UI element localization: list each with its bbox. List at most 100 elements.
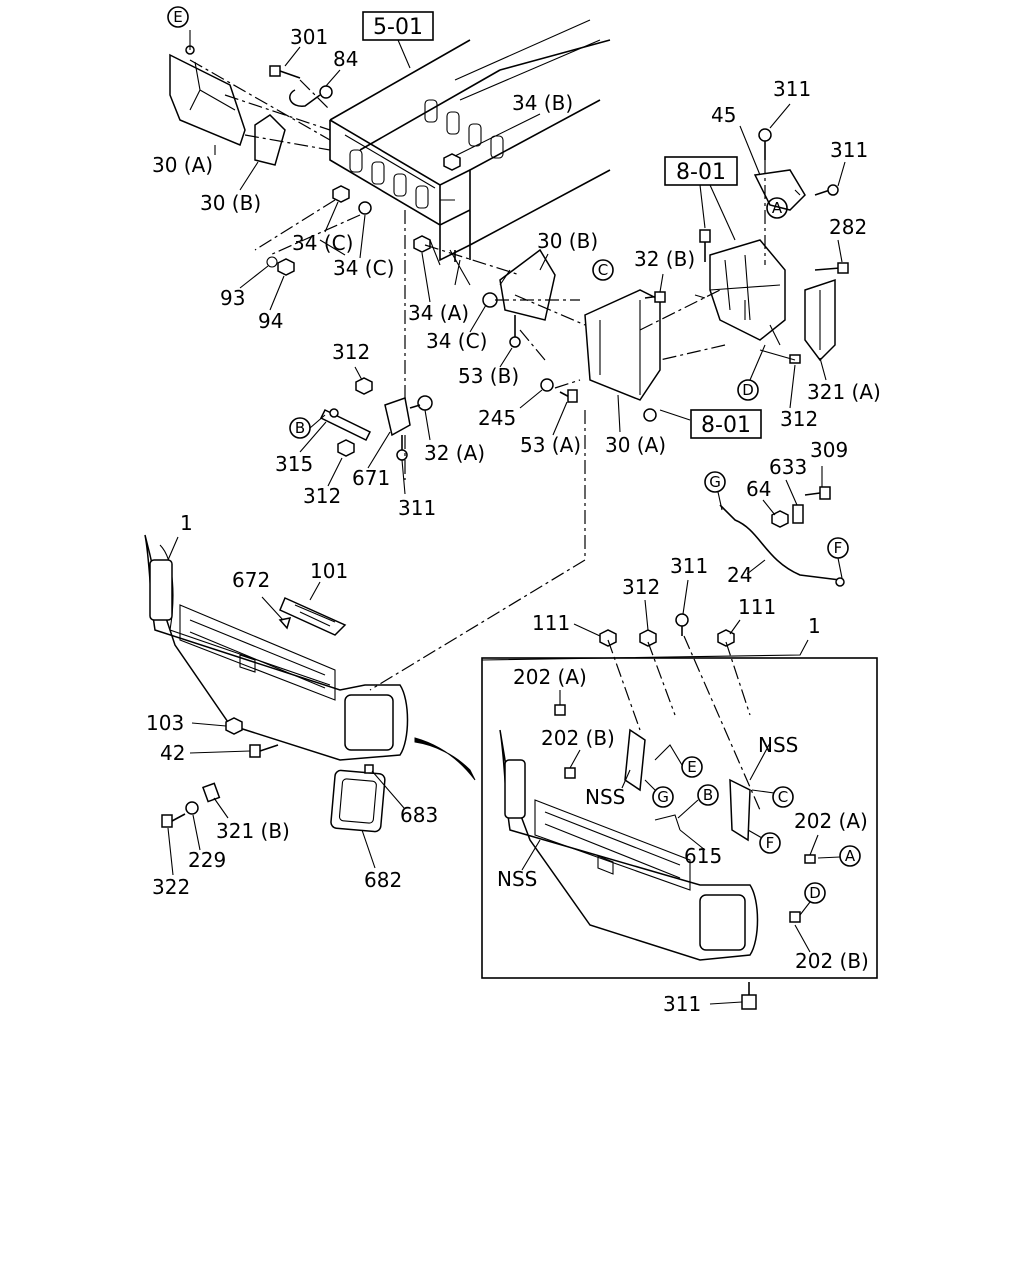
label-301[interactable]: 301 — [290, 25, 328, 49]
label-32a[interactable]: 32 (A) — [424, 441, 485, 465]
label-321a[interactable]: 321 (A) — [807, 380, 881, 404]
label-311-a[interactable]: 311 — [398, 496, 436, 520]
clamp-633 — [792, 504, 804, 524]
label-202b-right[interactable]: 202 (B) — [795, 949, 869, 973]
clip-672 — [278, 617, 292, 630]
label-64[interactable]: 64 — [746, 477, 771, 501]
svg-text:E: E — [173, 8, 182, 26]
label-84[interactable]: 84 — [333, 47, 358, 71]
label-229[interactable]: 229 — [188, 848, 226, 872]
ref-box-5-01[interactable]: 5-01 — [362, 11, 434, 69]
cab-mount-bracket — [709, 239, 786, 341]
label-94[interactable]: 94 — [258, 309, 283, 333]
label-93[interactable]: 93 — [220, 286, 245, 310]
label-101[interactable]: 101 — [310, 559, 348, 583]
lamp-frame-682 — [330, 769, 386, 833]
label-nss-2[interactable]: NSS — [585, 785, 625, 809]
ref-box-8-01-upper[interactable]: 8-01 — [664, 156, 738, 241]
svg-text:5-01: 5-01 — [373, 15, 423, 40]
label-202a-right[interactable]: 202 (A) — [794, 809, 868, 833]
bolt-32b-upper — [699, 229, 711, 262]
circle-ref-G-inset[interactable]: G — [644, 779, 674, 808]
circle-ref-A-right[interactable]: A — [766, 197, 788, 219]
label-311-right[interactable]: 311 — [830, 138, 868, 162]
washer-8-01 — [643, 408, 657, 422]
ref-box-8-01-lower[interactable]: 8-01 — [690, 409, 762, 439]
bolt-311-inset-top — [675, 613, 689, 636]
label-311-inset-top[interactable]: 311 — [670, 554, 708, 578]
label-202a-left[interactable]: 202 (A) — [513, 665, 587, 689]
label-34c-1[interactable]: 34 (C) — [292, 231, 353, 255]
label-282[interactable]: 282 — [829, 215, 867, 239]
nut-64 — [771, 510, 789, 528]
label-53b[interactable]: 53 (B) — [458, 364, 519, 388]
label-111-right[interactable]: 111 — [738, 595, 776, 619]
label-34b[interactable]: 34 (B) — [512, 91, 573, 115]
circle-ref-E-top[interactable]: E — [167, 6, 189, 28]
label-312-b[interactable]: 312 — [303, 484, 341, 508]
label-671[interactable]: 671 — [352, 466, 390, 490]
label-34c-2[interactable]: 34 (C) — [333, 256, 394, 280]
label-312-a[interactable]: 312 — [332, 340, 370, 364]
label-683[interactable]: 683 — [400, 803, 438, 827]
label-202b-left[interactable]: 202 (B) — [541, 726, 615, 750]
circle-ref-F-harness[interactable]: F — [827, 537, 849, 579]
circle-ref-D-inset[interactable]: D — [799, 882, 826, 916]
circle-ref-E-inset[interactable]: E — [654, 744, 703, 778]
circle-ref-B-inset[interactable]: B — [677, 784, 719, 819]
harness-24 — [719, 504, 845, 587]
label-111-left[interactable]: 111 — [532, 611, 570, 635]
label-682[interactable]: 682 — [364, 868, 402, 892]
strap-315 — [319, 408, 372, 442]
inset-box — [481, 657, 878, 979]
circle-ref-D-right[interactable]: D — [737, 344, 766, 401]
label-321b[interactable]: 321 (B) — [216, 819, 290, 843]
label-311-top[interactable]: 311 — [773, 77, 811, 101]
svg-text:8-01: 8-01 — [676, 160, 726, 185]
label-312-inset[interactable]: 312 — [622, 575, 660, 599]
label-615[interactable]: 615 — [684, 844, 722, 868]
bolt-309 — [804, 486, 831, 500]
label-309[interactable]: 309 — [810, 438, 848, 462]
label-24[interactable]: 24 — [727, 563, 752, 587]
label-103[interactable]: 103 — [146, 711, 184, 735]
label-30a-mid[interactable]: 30 (A) — [605, 433, 666, 457]
circle-ref-A-inset[interactable]: A — [817, 845, 861, 867]
label-1-inset[interactable]: 1 — [808, 614, 821, 638]
label-45[interactable]: 45 — [711, 103, 736, 127]
label-1-main[interactable]: 1 — [180, 511, 193, 535]
inset-arrow — [414, 737, 476, 781]
label-nss-3[interactable]: NSS — [497, 867, 537, 891]
leader-lines — [189, 59, 766, 811]
label-42[interactable]: 42 — [160, 741, 185, 765]
label-30b-top[interactable]: 30 (B) — [200, 191, 261, 215]
label-30a-top[interactable]: 30 (A) — [152, 153, 213, 177]
label-633[interactable]: 633 — [769, 455, 807, 479]
pad-321b — [202, 782, 221, 803]
circle-ref-F-inset[interactable]: F — [747, 829, 781, 854]
svg-text:D: D — [742, 381, 754, 399]
bumper-main — [144, 534, 409, 761]
label-672[interactable]: 672 — [232, 568, 270, 592]
circle-ref-G-harness[interactable]: G — [704, 471, 726, 511]
nut-34c-1 — [332, 185, 350, 203]
label-315[interactable]: 315 — [275, 452, 313, 476]
washer-229 — [185, 801, 199, 815]
circle-ref-B-left[interactable]: B — [289, 414, 326, 439]
bolt-322 — [161, 813, 186, 828]
label-312-right[interactable]: 312 — [780, 407, 818, 431]
label-32b[interactable]: 32 (B) — [634, 247, 695, 271]
label-30b-mid[interactable]: 30 (B) — [537, 229, 598, 253]
label-322[interactable]: 322 — [152, 875, 190, 899]
bolt-311-top — [758, 128, 772, 160]
svg-text:8-01: 8-01 — [701, 413, 751, 438]
label-34c-3[interactable]: 34 (C) — [426, 329, 487, 353]
label-245[interactable]: 245 — [478, 406, 516, 430]
circle-ref-C-bracket[interactable]: C — [592, 259, 614, 281]
label-34a[interactable]: 34 (A) — [408, 301, 469, 325]
circle-ref-C-inset[interactable]: C — [751, 786, 794, 808]
bolt-311-a — [396, 435, 408, 461]
label-311-bottom[interactable]: 311 — [663, 992, 701, 1016]
label-53a[interactable]: 53 (A) — [520, 433, 581, 457]
svg-text:F: F — [834, 539, 843, 557]
